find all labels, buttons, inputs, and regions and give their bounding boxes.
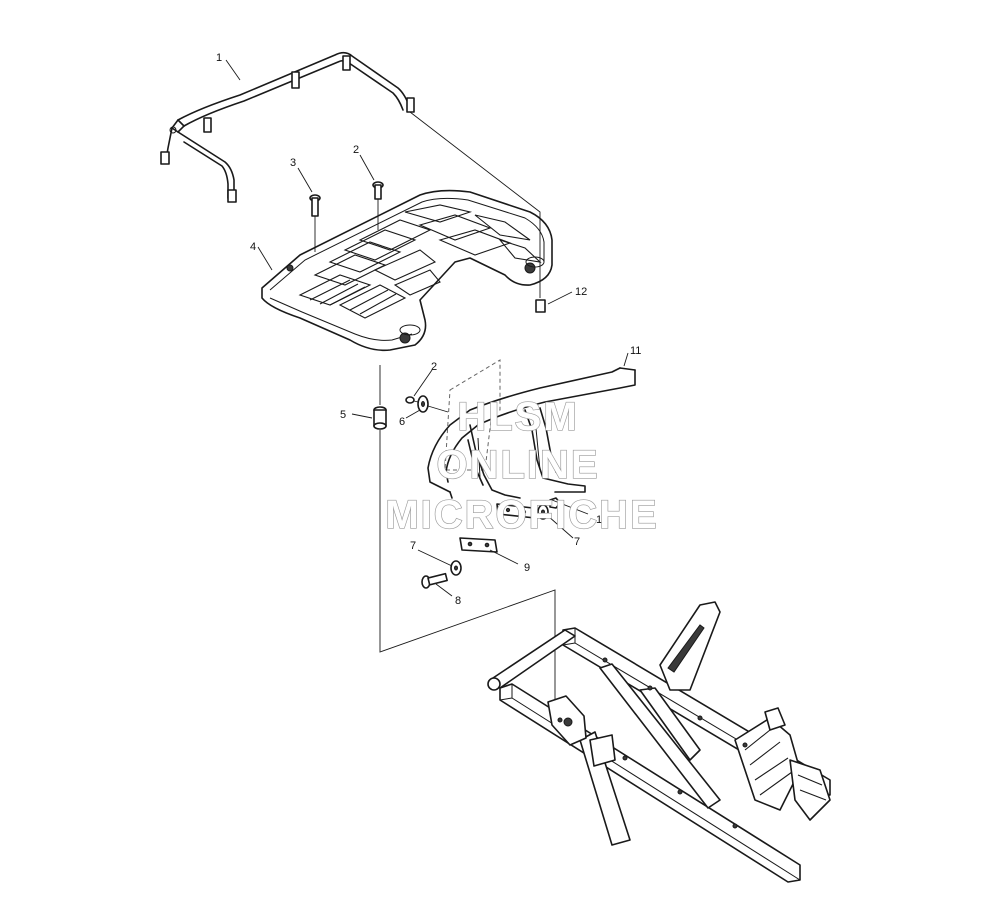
rack-support-part-11 <box>427 359 636 499</box>
callout-10: 10 <box>596 514 608 526</box>
bolt-part-3 <box>309 194 321 217</box>
callout-5: 5 <box>340 409 346 421</box>
bolt-part-2 <box>372 181 384 200</box>
atv-frame <box>487 601 831 883</box>
watermark: HLSM ONLINE MICROFICHE <box>385 394 658 537</box>
rear-rack-part <box>261 189 553 352</box>
watermark-line-1: HLSM <box>457 395 578 439</box>
nut-part-12 <box>535 299 546 313</box>
callout-4: 4 <box>250 241 256 253</box>
plate-part-9 <box>459 537 498 553</box>
callout-6: 6 <box>399 416 405 428</box>
callout-7b: 7 <box>574 536 580 548</box>
washer-part-6 <box>417 395 429 413</box>
washer-part-7b <box>537 504 549 520</box>
callout-labels: 1 2 3 4 12 11 2 5 6 10 7 7 9 8 <box>216 52 641 607</box>
callout-11: 11 <box>630 345 641 357</box>
rack-bar-part <box>160 51 415 203</box>
watermark-line-2: ONLINE <box>436 443 599 487</box>
callout-2: 2 <box>353 144 359 156</box>
callout-1: 1 <box>216 52 222 64</box>
leader-lines <box>225 59 629 597</box>
watermark-line-3: MICROFICHE <box>385 493 658 537</box>
bolt-part-8 <box>421 572 448 589</box>
callout-3: 3 <box>290 157 296 169</box>
plate-detail <box>496 503 536 519</box>
callout-8: 8 <box>455 595 461 607</box>
washer-part-7a <box>450 560 462 576</box>
callout-7: 7 <box>410 540 416 552</box>
spacer-part-5 <box>373 406 387 430</box>
callout-2b: 2 <box>431 361 437 373</box>
callout-12: 12 <box>575 286 587 298</box>
callout-9: 9 <box>524 562 530 574</box>
bolt-part-2b <box>405 396 415 404</box>
